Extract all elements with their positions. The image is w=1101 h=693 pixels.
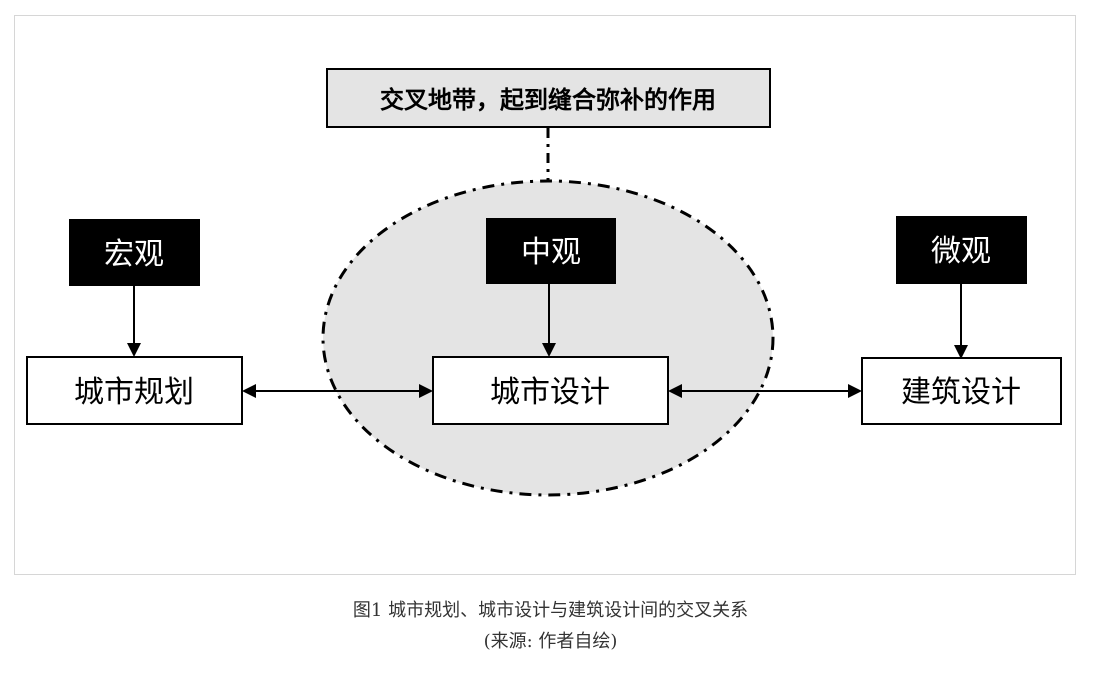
note-text: 交叉地带，起到缝合弥补的作用 <box>380 86 716 114</box>
meso-label-box <box>486 218 616 284</box>
meso-label: 中观 <box>521 235 581 270</box>
micro-label-box <box>896 216 1027 284</box>
figure-source: (来源: 作者自绘) <box>483 631 618 652</box>
figure-frame <box>14 15 1076 575</box>
architecture-box <box>861 357 1062 425</box>
urban-design-label: 城市设计 <box>490 375 610 410</box>
urban-planning-label: 城市规划 <box>74 375 194 410</box>
urban-design-box <box>432 356 669 425</box>
urban-planning-box <box>26 356 243 425</box>
micro-label: 微观 <box>931 234 991 269</box>
macro-label: 宏观 <box>104 237 164 272</box>
architecture-label: 建筑设计 <box>901 375 1021 410</box>
figure-caption: 图1 城市规划、城市设计与建筑设计间的交叉关系 <box>352 600 749 621</box>
macro-label-box <box>69 219 200 286</box>
note-box <box>326 68 771 128</box>
